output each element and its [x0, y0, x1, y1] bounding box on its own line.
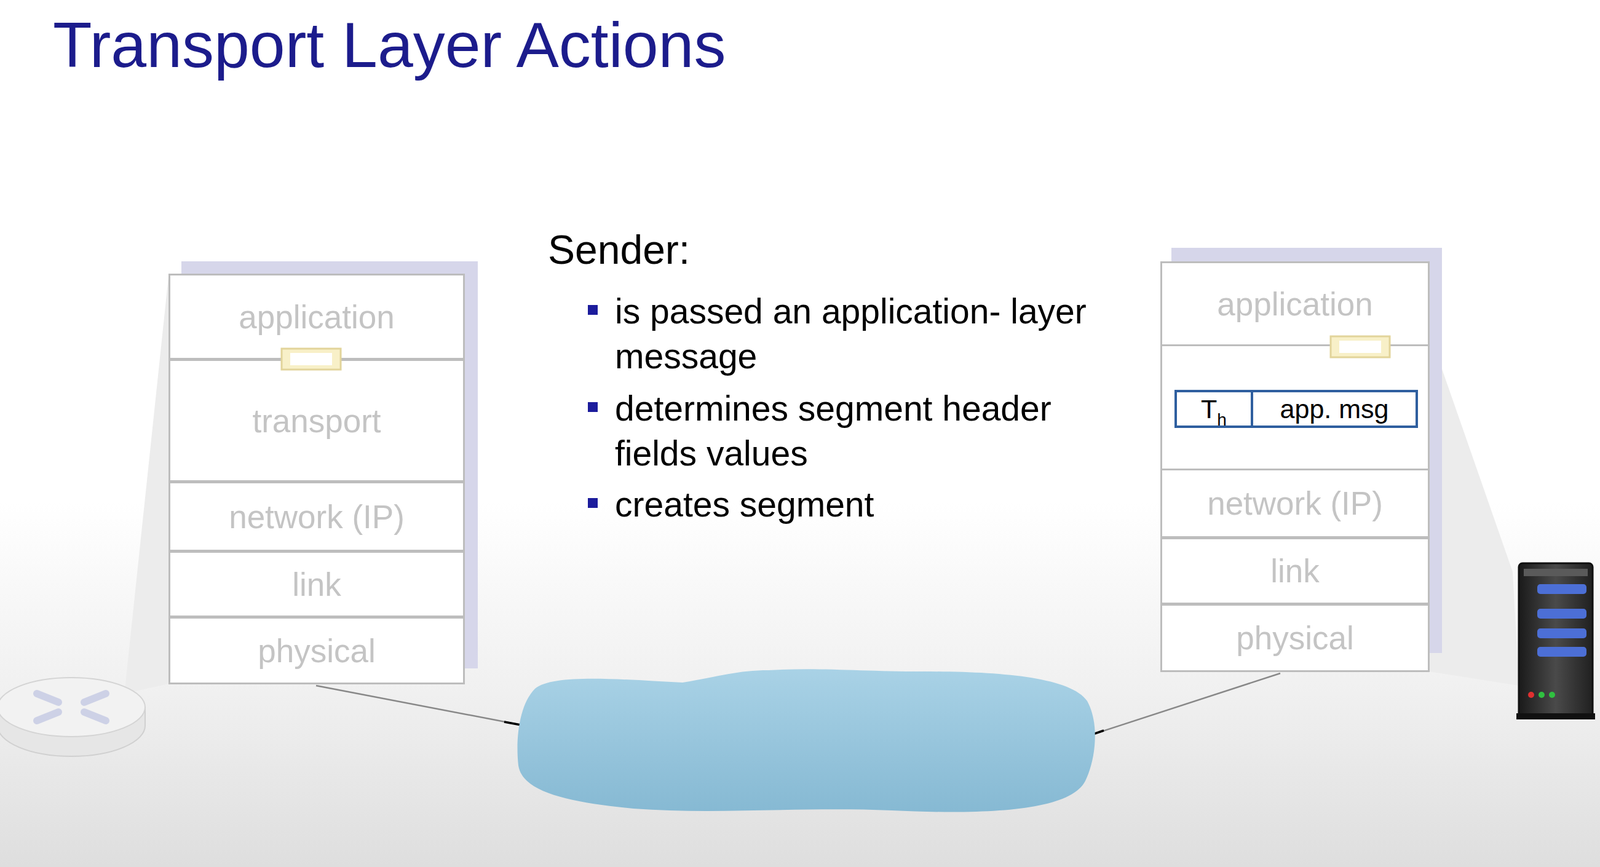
protocol-layer: physical	[168, 616, 465, 685]
protocol-layer: transport	[168, 359, 465, 483]
network-cloud	[517, 669, 1095, 812]
protocol-layer: application	[168, 273, 465, 360]
layer-text: application	[238, 298, 395, 336]
node-text: network (IP)	[1207, 485, 1383, 522]
layer-text: app. msg	[1280, 394, 1390, 425]
perspective-shade	[1429, 332, 1519, 686]
message-icon	[1329, 335, 1391, 359]
node-text: application	[238, 298, 395, 336]
node-text: link	[1270, 552, 1320, 590]
protocol-layer: network (IP)	[1160, 468, 1430, 539]
protocol-layer: application	[1160, 261, 1430, 347]
bullet-item: creates segment	[614, 482, 1101, 527]
layer-text: link	[292, 565, 342, 604]
sender-heading: Sender:	[547, 226, 690, 274]
message-icon	[280, 347, 342, 371]
layer-text: Th	[1200, 394, 1227, 425]
bullet-item: determines segment header fields values	[614, 386, 1101, 476]
wire	[316, 685, 528, 727]
router-icon	[0, 677, 146, 757]
protocol-layer: network (IP)	[168, 481, 465, 552]
node-text: transport	[252, 402, 381, 440]
node-text: T	[1200, 394, 1217, 424]
layer-text: physical	[257, 632, 376, 670]
node-text: physical	[257, 632, 376, 670]
slide-title: Transport Layer Actions	[52, 8, 726, 82]
layer-row	[1161, 345, 1430, 470]
node-text: link	[292, 566, 342, 603]
segment-field: Th	[1174, 389, 1254, 428]
node-text: physical	[1235, 619, 1354, 657]
perspective-shade	[36, 276, 169, 714]
segment-field: app. msg	[1250, 389, 1418, 428]
layer-text: transport	[252, 402, 381, 440]
bullet-item: is passed an application- layer message	[614, 289, 1101, 379]
wire	[1091, 673, 1281, 735]
node-text: application	[1216, 285, 1373, 323]
layer-text: application	[1216, 285, 1373, 323]
layer-text: network (IP)	[228, 498, 405, 536]
node-text: app. msg	[1280, 394, 1390, 424]
protocol-layer: physical	[1160, 603, 1430, 673]
layer-text: link	[1270, 552, 1320, 590]
protocol-layer: link	[168, 550, 465, 618]
layer-text: network (IP)	[1207, 484, 1383, 523]
protocol-layer: link	[1160, 537, 1430, 605]
node-text: network (IP)	[228, 498, 405, 535]
layer-text: physical	[1235, 619, 1354, 657]
subscript-text: h	[1216, 410, 1227, 430]
server-icon	[1516, 563, 1596, 720]
